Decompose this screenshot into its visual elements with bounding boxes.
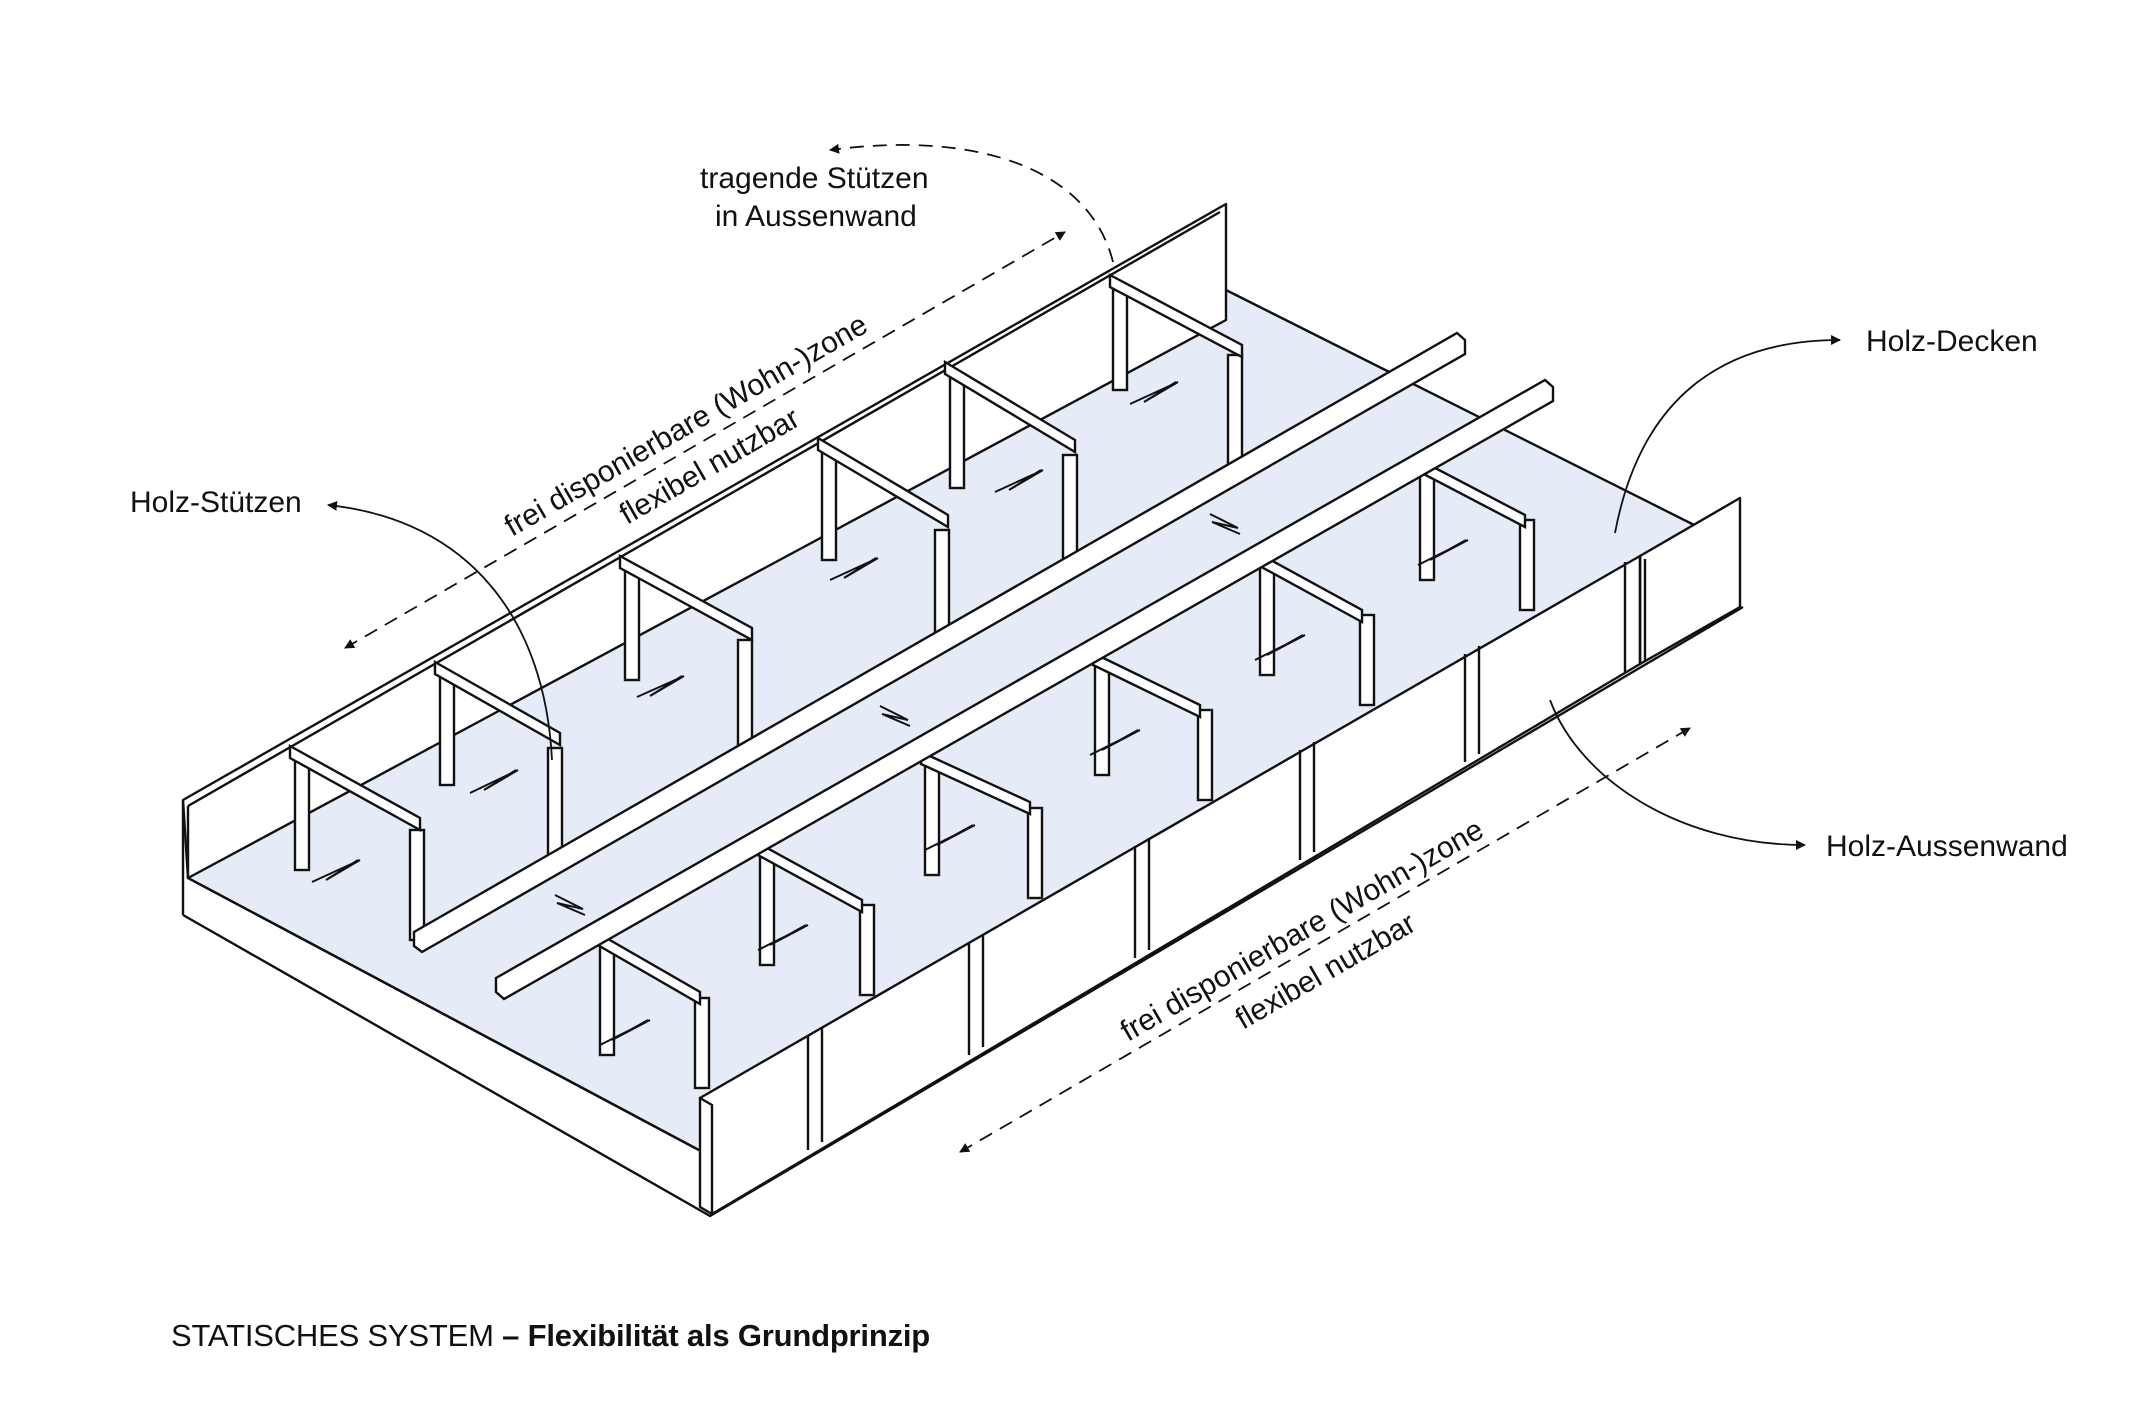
annotations (327, 143, 1841, 1153)
holz-aussenwand-label: Holz-Aussenwand (1826, 830, 2068, 863)
column (858, 903, 876, 997)
caption-bold: – Flexibilität als Grundprinzip (502, 1318, 931, 1353)
holz-aussenwand-leader (1549, 699, 1806, 850)
tragende-leader (829, 143, 1114, 263)
span-marker (1254, 634, 1306, 661)
column (923, 763, 941, 877)
column (693, 996, 711, 1090)
span-marker (1129, 381, 1179, 405)
span-marker (924, 824, 976, 851)
caption-regular: STATISCHES SYSTEM (171, 1318, 494, 1353)
column (1258, 563, 1276, 677)
holz-decken-label: Holz-Decken (1866, 325, 2038, 358)
cross-beam (288, 743, 422, 833)
cross-beam (433, 659, 562, 748)
span-marker (1417, 539, 1469, 566)
column (933, 528, 951, 642)
span-marker (554, 894, 586, 916)
column (623, 568, 641, 682)
front-wall-corner (698, 1096, 714, 1216)
holz-stuetzen-leader (327, 500, 553, 761)
zone-arrow-top (344, 231, 1066, 649)
span-marker (879, 705, 911, 727)
span-marker (311, 859, 361, 883)
holz-decken-leader (1614, 335, 1841, 534)
column (1111, 288, 1129, 392)
tragende-label-line1: tragende Stützen (700, 162, 929, 195)
column (438, 673, 456, 787)
span-marker (1209, 513, 1241, 535)
column (736, 638, 754, 752)
holz-stuetzen-label: Holz-Stützen (130, 486, 302, 519)
column (546, 746, 564, 860)
span-marker (757, 924, 809, 951)
tragende-label-line2: in Aussenwand (715, 200, 917, 233)
span-marker (599, 1019, 651, 1046)
column (1196, 708, 1214, 802)
column (408, 828, 426, 942)
column (1026, 806, 1044, 900)
column (1226, 353, 1244, 467)
column (1093, 663, 1111, 777)
building-model (181, 202, 1744, 1218)
column (1358, 613, 1376, 707)
column (820, 448, 838, 562)
span-marker (636, 675, 685, 698)
span-marker (469, 769, 519, 794)
cross-beam (1108, 273, 1244, 359)
zone-arrow-bottom (959, 727, 1691, 1153)
long-beam-lower (494, 378, 1555, 1001)
column (948, 376, 966, 490)
column (293, 758, 311, 872)
column (1518, 518, 1536, 612)
column (1061, 453, 1079, 567)
figure-caption: STATISCHES SYSTEM – Flexibilität als Gru… (171, 1318, 930, 1354)
